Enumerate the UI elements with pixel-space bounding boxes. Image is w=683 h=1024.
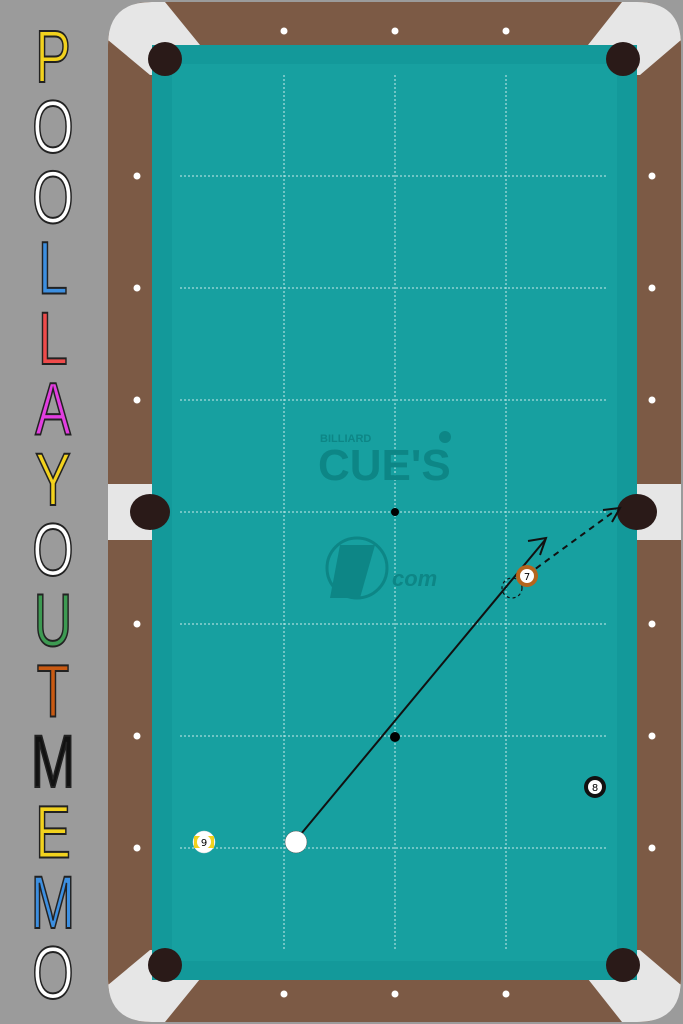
logo-sub-text: com — [392, 566, 437, 591]
rail-diamond — [648, 732, 656, 740]
rail-diamond — [502, 27, 510, 35]
pockets — [130, 42, 657, 982]
ball-9-label: 9 — [201, 838, 207, 849]
object-ball-path — [526, 509, 617, 576]
foot-spot — [390, 732, 400, 742]
ball-8[interactable]: 8 — [584, 776, 606, 798]
rail-diamond — [648, 620, 656, 628]
title-letter: O — [32, 509, 73, 592]
logo-d-icon — [330, 545, 375, 598]
pocket-top-right — [606, 42, 640, 76]
rail-diamond — [502, 990, 510, 998]
cue-ball-path — [295, 539, 546, 841]
rail-diamond — [133, 396, 141, 404]
rail-diamond — [133, 620, 141, 628]
cue-ball[interactable] — [284, 830, 308, 854]
ball-8-label: 8 — [592, 783, 598, 794]
title-letter: P — [35, 15, 71, 98]
title-letter: O — [32, 156, 73, 239]
logo: BILLIARD CUE'S com — [318, 431, 451, 600]
pocket-middle-left — [130, 494, 170, 530]
rail-diamonds — [133, 27, 656, 998]
object-ball-path-arrow — [602, 506, 622, 523]
ghost-ball — [501, 577, 523, 599]
title-letter: O — [32, 86, 73, 169]
title-letter: U — [34, 579, 72, 662]
pocket-bottom-left — [148, 948, 182, 982]
rail-diamond — [648, 172, 656, 180]
title-letter: T — [37, 650, 70, 733]
pocket-top-left — [148, 42, 182, 76]
pocket-middle-right — [617, 494, 657, 530]
rail-diamond — [648, 284, 656, 292]
ball-9[interactable]: 9 — [192, 830, 216, 854]
pool-table[interactable]: BILLIARD CUE'S com 7 8 9 — [106, 0, 683, 1024]
title-letter: L — [38, 227, 68, 310]
logo-big-text: CUE'S — [318, 441, 451, 490]
title-letter: O — [32, 932, 73, 1015]
rail-diamond — [133, 732, 141, 740]
rail-diamond — [648, 844, 656, 852]
center-spot — [391, 508, 399, 516]
balls: 7 8 9 — [192, 565, 606, 854]
pocket-bottom-right — [606, 948, 640, 982]
title-letter: Y — [35, 438, 71, 521]
logo-small-text: BILLIARD — [320, 433, 371, 445]
rail-diamond — [133, 172, 141, 180]
title-letter: A — [35, 368, 71, 451]
rail-diamond — [280, 990, 288, 998]
ball-7-label: 7 — [524, 572, 530, 583]
title-letter: M — [31, 861, 75, 944]
rail-diamond — [280, 27, 288, 35]
title-letter: L — [38, 297, 68, 380]
title-letter: E — [35, 791, 71, 874]
logo-ball-icon — [439, 431, 451, 443]
rail-diamond — [133, 844, 141, 852]
cue-ball-path-arrow — [527, 536, 548, 556]
rail-diamond — [391, 27, 399, 35]
shot-path — [295, 506, 622, 841]
rail-diamond — [648, 396, 656, 404]
ball-7[interactable]: 7 — [516, 565, 538, 587]
rail-diamond — [391, 990, 399, 998]
title-letter: M — [31, 720, 75, 803]
rail-diamond — [133, 284, 141, 292]
